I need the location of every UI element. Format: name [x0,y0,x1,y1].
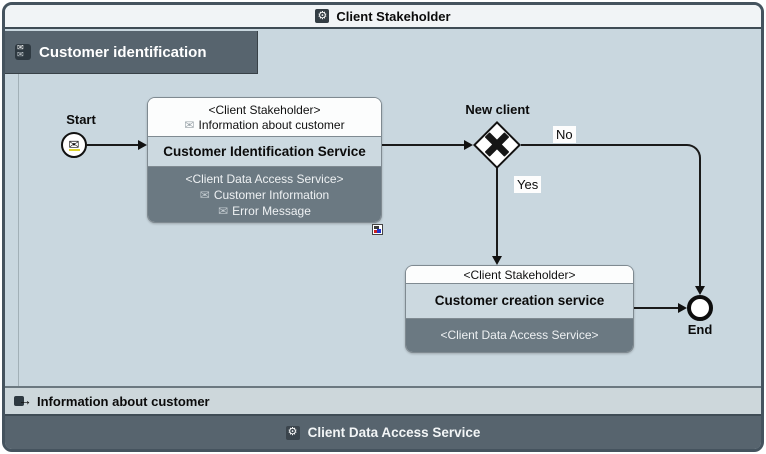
end-event-label: End [687,322,713,337]
no-edge-label[interactable]: No [553,126,576,143]
start-accent-bar [68,149,80,151]
start-event[interactable]: ✉ [61,132,87,158]
task1-message-top: Information about customer [198,117,345,132]
task-customer-creation-service[interactable]: <Client Stakeholder> Customer creation s… [405,265,634,353]
conversation-envelopes-icon: ✉ ✉ [15,44,31,60]
arrowhead-icon [464,140,473,150]
gear-icon: ⚙ [315,9,330,23]
task2-title: Customer creation service [406,283,633,319]
message-band-information-about-customer[interactable]: → Information about customer [5,386,761,414]
lane-left-border [18,74,19,386]
lane-tab-customer-identification[interactable]: ✉ ✉ Customer identification [5,31,258,74]
arrowhead-icon [492,256,502,265]
task1-message-bottom-2: Error Message [232,203,311,218]
task1-participant-bottom: <Client Data Access Service> [185,171,344,186]
flow-start-to-identification[interactable] [87,144,138,146]
task2-participant-bottom: <Client Data Access Service> [406,318,633,352]
task1-message-bottom-1: Customer Information [213,187,330,202]
communication-marker-icon [372,224,383,235]
flow-identification-to-gateway[interactable] [382,144,464,146]
pool-title-bar[interactable]: ⚙ Client Stakeholder [5,5,761,29]
x-mark-icon [480,128,514,162]
yes-edge-label[interactable]: Yes [514,176,542,193]
task-customer-identification-service[interactable]: <Client Stakeholder> ✉ Information about… [147,97,382,223]
gear-icon: ⚙ [285,425,300,440]
start-event-label: Start [66,112,96,127]
arrowhead-icon [695,286,705,295]
pool-title: Client Stakeholder [336,8,451,24]
flow-no-to-end[interactable] [521,144,701,286]
envelope-icon: ✉ [199,187,210,202]
end-event[interactable] [687,295,713,321]
task2-participant-top: <Client Stakeholder> [406,266,633,283]
envelope-icon: ✉ [184,117,195,132]
flow-creation-to-end[interactable] [634,307,679,309]
pool-client-data-access-service[interactable]: ⚙ Client Data Access Service [5,414,761,449]
arrowhead-icon [678,303,687,313]
message-band-label: Information about customer [37,393,210,409]
task1-title: Customer Identification Service [148,136,381,167]
envelope-icon: ✉ [218,203,229,218]
bottom-pool-title: Client Data Access Service [307,425,481,440]
task1-participant-top: <Client Stakeholder> [208,102,321,117]
message-flow-icon: → [14,392,34,408]
arrowhead-icon [138,140,147,150]
gateway-label: New client [465,102,530,117]
flow-yes-to-creation[interactable] [496,168,498,257]
envelope-icon: ✉ [68,137,80,152]
lane-title: Customer identification [39,43,207,61]
